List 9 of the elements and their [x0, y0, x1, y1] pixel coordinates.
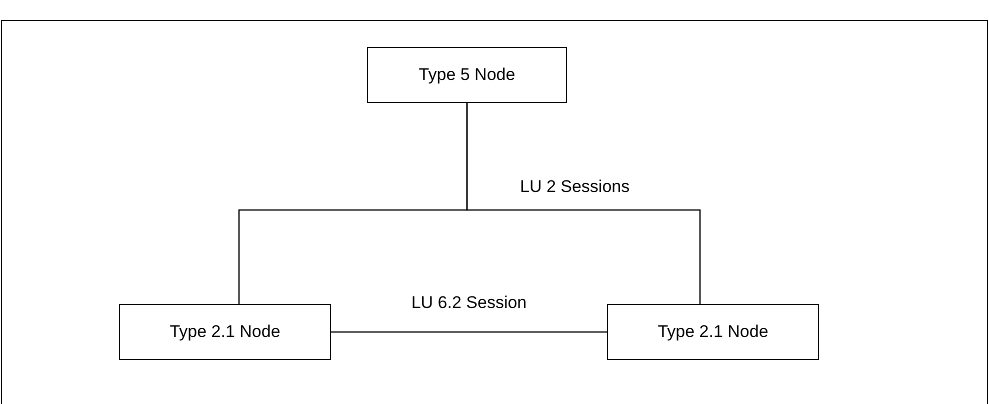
connector-line [331, 331, 607, 333]
node-box [607, 304, 819, 360]
node-box [119, 304, 331, 360]
node-box [367, 47, 567, 103]
node-label: Type 5 Node [418, 64, 516, 86]
node-label: Type 2.1 Node [170, 321, 280, 344]
node-label: Type 2.1 Node [658, 321, 768, 344]
session-label: LU 2 Sessions [520, 176, 630, 198]
connector-line [466, 103, 701, 304]
